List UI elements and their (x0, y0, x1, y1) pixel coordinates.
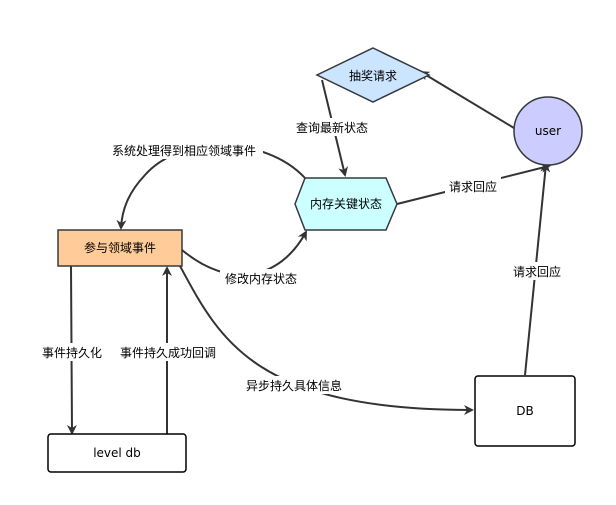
label-persist: 事件持久化 (42, 345, 102, 360)
db-node[interactable] (474, 375, 576, 447)
label-query-state: 查询最新状态 (296, 120, 368, 135)
domain-event-label: 参与领域事件 (84, 240, 156, 255)
memory-state-node[interactable] (294, 177, 398, 231)
level-db-label: level db (93, 446, 141, 460)
label-modify-state: 修改内存状态 (225, 271, 297, 286)
lottery-request-label: 抽奖请求 (349, 69, 397, 83)
lottery-request-node[interactable] (315, 47, 431, 103)
edge-domain-to-db (179, 265, 474, 415)
label-async-persist: 异步持久具体信息 (246, 378, 342, 393)
memory-state-label: 内存关键状态 (310, 197, 382, 211)
label-request-reply-1: 请求回应 (449, 179, 497, 194)
domain-event-node[interactable] (57, 229, 183, 267)
db-label: DB (516, 404, 533, 418)
label-persist-callback: 事件持久成功回调 (120, 345, 216, 360)
nodes: 抽奖请求 user 内存关键状态 参与领域事件 level db DB (47, 47, 583, 473)
edge-user-to-lottery (419, 70, 515, 129)
user-label: user (535, 124, 561, 138)
label-system-process: 系统处理得到相应领域事件 (112, 143, 256, 158)
user-node[interactable] (513, 96, 583, 166)
edge-labels: 查询最新状态 系统处理得到相应领域事件 请求回应 修改内存状态 事件持久化 事件… (38, 118, 565, 394)
level-db-node[interactable] (47, 433, 187, 473)
label-request-reply-2: 请求回应 (513, 264, 561, 279)
edge-domain-to-memory (181, 230, 307, 276)
